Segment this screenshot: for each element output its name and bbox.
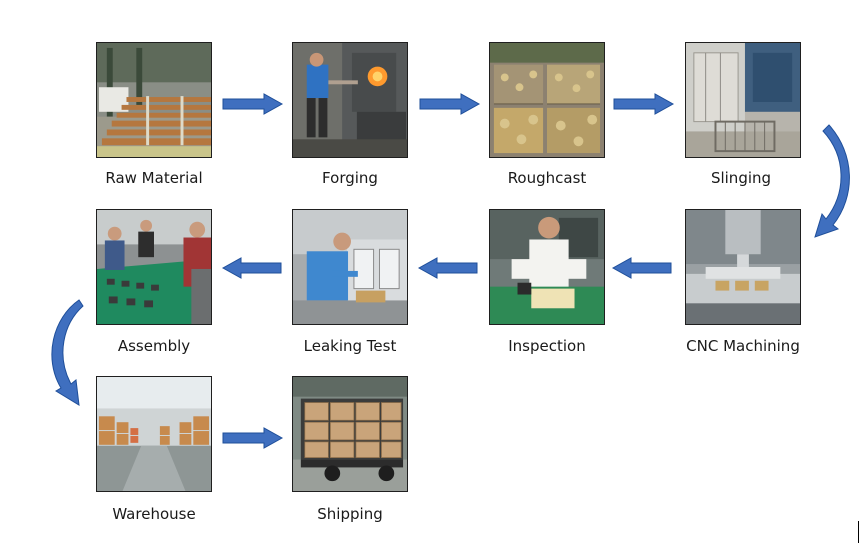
flow-arrow-leaking-test-to-assembly — [221, 257, 282, 279]
flow-arrow-warehouse-to-shipping — [222, 427, 284, 449]
edge-cursor-mark — [858, 521, 859, 543]
roughcast-photo — [489, 42, 605, 158]
flow-arrow-raw-material-to-forging — [222, 93, 284, 115]
flow-arrow-roughcast-to-slinging — [613, 93, 675, 115]
step-label-roughcast: Roughcast — [507, 169, 587, 187]
step-label-leaking-test: Leaking Test — [303, 337, 397, 355]
step-label-warehouse: Warehouse — [112, 505, 196, 523]
cnc-machining-photo — [685, 209, 801, 325]
step-label-cnc-machining: CNC Machining — [686, 337, 800, 355]
flow-arrow-inspection-to-leaking-test — [417, 257, 478, 279]
step-label-slinging: Slinging — [710, 169, 772, 187]
flow-arrow-forging-to-roughcast — [419, 93, 481, 115]
step-label-shipping: Shipping — [317, 505, 383, 523]
step-label-raw-material: Raw Material — [105, 169, 203, 187]
inspection-photo — [489, 209, 605, 325]
step-label-forging: Forging — [322, 169, 378, 187]
step-label-inspection: Inspection — [508, 337, 586, 355]
flow-arrow-cnc-machining-to-inspection — [611, 257, 672, 279]
forging-photo — [292, 42, 408, 158]
raw-material-photo — [96, 42, 212, 158]
assembly-photo — [96, 209, 212, 325]
step-label-assembly: Assembly — [117, 337, 191, 355]
slinging-photo — [685, 42, 801, 158]
shipping-photo — [292, 376, 408, 492]
warehouse-photo — [96, 376, 212, 492]
leaking-test-photo — [292, 209, 408, 325]
